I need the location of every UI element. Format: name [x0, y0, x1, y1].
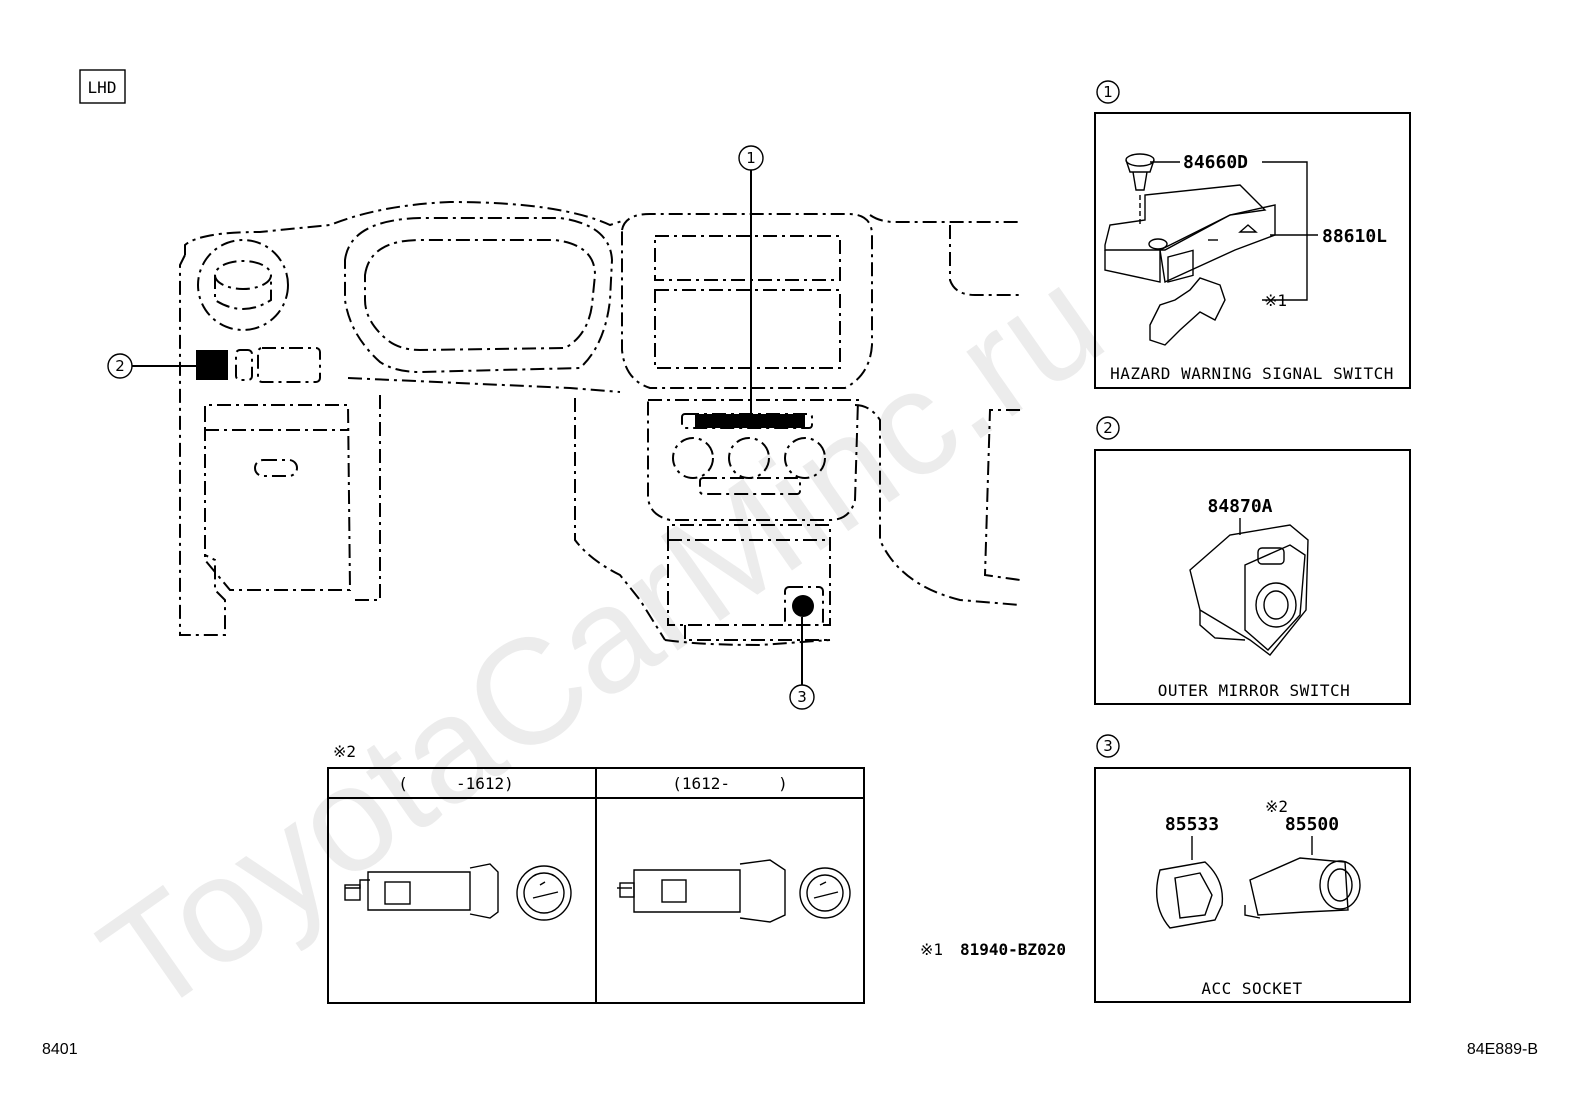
- lighter-col1-header: ( -1612): [398, 774, 514, 793]
- part-number-88610l: 88610L: [1322, 226, 1387, 247]
- hazard-switch-location: [695, 414, 805, 428]
- callout-3-number: 3: [797, 688, 807, 706]
- panel-hazard: 1 84660D 88610L ※1 HAZARD WARNING SIGNAL…: [1094, 80, 1411, 389]
- outer-mirror-switch-location: [196, 350, 228, 380]
- lighter-table-note-ref: ※2: [333, 742, 356, 761]
- watermark: ToyotaCarMinc.ru: [72, 234, 1131, 1046]
- caption-outer-mirror-switch: OUTER MIRROR SWITCH: [1158, 681, 1351, 700]
- cigar-lighter-old: [344, 863, 572, 921]
- callout-3: 3: [789, 617, 815, 710]
- part-number-85500: 85500: [1285, 814, 1339, 835]
- cigar-lighter-new: [617, 859, 851, 923]
- lhd-tag: LHD: [79, 69, 126, 104]
- callout-2-number: 2: [115, 357, 125, 375]
- footer-right-code: 84E889-B: [1467, 1041, 1538, 1058]
- caption-hazard-warning-signal-switch: HAZARD WARNING SIGNAL SWITCH: [1110, 364, 1394, 383]
- footer-left-code: 8401: [42, 1041, 78, 1058]
- panel-socket: 3 ※2 85533 85500 ACC SOCKET: [1094, 734, 1411, 1003]
- part-number-85533: 85533: [1165, 814, 1219, 835]
- panel-hazard-marker: 1: [1103, 83, 1113, 101]
- panel-mirror-marker: 2: [1103, 419, 1113, 437]
- lighter-col2-header: (1612- ): [672, 774, 788, 793]
- lhd-tag-text: LHD: [88, 78, 117, 97]
- panel-mirror: 2 84870A OUTER MIRROR SWITCH: [1094, 416, 1411, 705]
- part-number-84870a: 84870A: [1207, 496, 1272, 517]
- lighter-table: ※2 ( -1612) (1612- ): [327, 742, 865, 1004]
- socket-note-ref: ※2: [1265, 797, 1288, 816]
- part-number-84660d: 84660D: [1183, 152, 1248, 173]
- hazard-note-ref: ※1: [1264, 291, 1287, 310]
- callout-1: 1: [738, 145, 764, 420]
- footnote-ref: ※1: [920, 940, 943, 959]
- footnote-part-number: 81940-BZ020: [960, 940, 1066, 959]
- callout-1-number: 1: [746, 149, 756, 167]
- panel-socket-marker: 3: [1103, 737, 1113, 755]
- acc-socket-location: [792, 595, 814, 617]
- caption-acc-socket: ACC SOCKET: [1201, 979, 1302, 998]
- dashboard-outline: [179, 200, 1021, 647]
- callout-2: 2: [107, 353, 196, 379]
